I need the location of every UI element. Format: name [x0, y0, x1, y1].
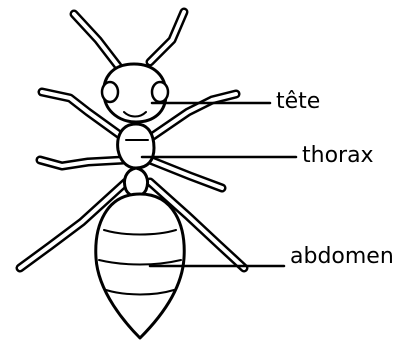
thorax-label: thorax	[302, 143, 374, 169]
head-label: tête	[276, 89, 320, 115]
antennae	[74, 12, 184, 66]
abdomen-label: abdomen	[290, 244, 394, 270]
ant-head	[102, 64, 168, 122]
